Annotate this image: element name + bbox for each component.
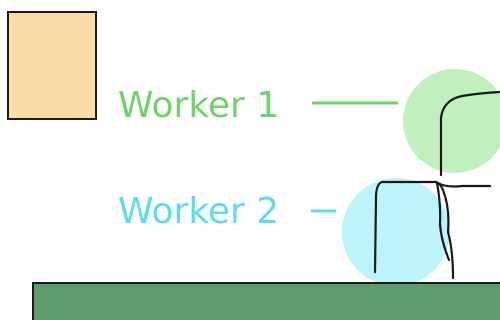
ground-bar [32,282,500,320]
worker-2-top-line [434,180,492,188]
worker-1-label: Worker 1 [118,85,279,126]
worker-2-label: Worker 2 [118,191,279,232]
worker-2-inner-line [435,181,451,262]
orange-box [7,11,97,120]
worker-1-structure-line [439,90,500,177]
worker-2-structure-outline [373,180,455,280]
worker-2-highlight-circle [342,178,450,286]
worker-1-highlight-circle [403,69,500,173]
